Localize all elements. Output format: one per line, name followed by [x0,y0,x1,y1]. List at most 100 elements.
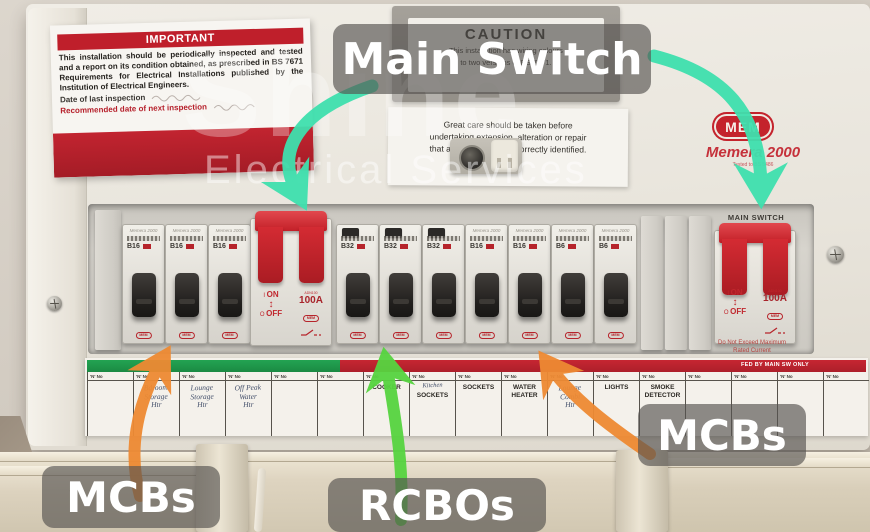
circuit-cell: 'N' No [271,372,317,436]
max-current-warning: Do Not Exceed Maximum Rated Current [717,340,787,354]
breaker-toggle[interactable] [431,273,456,317]
isolator-symbol-icon [301,329,321,336]
updown-arrow-icon: ↕ [268,298,274,310]
module-model-barcode [170,236,203,241]
mem-logo-small: MEM [766,313,784,320]
panel-lock-fixture[interactable] [450,138,522,174]
module-brand-text: Memera 2000 [172,228,201,233]
circuit-cell: 'N' No [317,372,363,436]
off-label: OFF [730,306,747,316]
mem-logo-small: MEM [392,332,409,339]
switch-rating: 100A [299,295,323,306]
status-indicator [228,244,237,249]
handwritten-date-scribble [213,103,255,111]
breaker-rating: B6 [599,243,608,250]
module-brand-text: Memera 2000 [601,228,630,233]
switch-model: ADN100 [304,291,318,295]
mcbs-right-callout: MCBs [638,404,806,466]
main-switch-right: I ON ↕ O OFF ADN100 100A MEM [714,223,796,344]
status-indicator [185,244,194,249]
status-indicator [610,244,619,249]
rcbo-test-button[interactable] [428,228,445,238]
switch-rating: 100A [763,293,787,304]
breaker-toggle[interactable] [603,273,628,317]
keyhole-icon [459,145,485,171]
status-indicator [485,244,494,249]
main-switch-handle[interactable] [255,211,327,231]
updown-arrow-icon: ↕ [732,296,738,308]
mem-logo-small: MEM [478,332,495,339]
blank-filler-plate [665,216,687,350]
rcbo-test-button[interactable] [385,228,402,238]
module-model-barcode [513,236,546,241]
handwritten-date-scribble [151,94,201,101]
main-switch-handle[interactable] [258,227,283,283]
circuit-cell: 'N' No [87,372,133,436]
module-model-barcode [599,236,632,241]
module-model-barcode [341,236,374,241]
screw-icon [47,296,62,311]
breaker-rating: B32 [384,243,397,250]
model-subtext: Tested to BS 5486 [732,162,774,168]
off-label: OFF [266,308,283,318]
mcb-breaker: Memera 2000 B16 MEM [165,224,208,344]
main-switch-handle[interactable] [299,227,324,283]
status-indicator [399,244,408,249]
main-switch-left: I ON ↕ O OFF ADN100 100A MEM [250,211,332,346]
breaker-toggle[interactable] [517,273,542,317]
cable-trunking-right [636,458,870,532]
rcbo-breaker: B32 MEM [336,224,379,344]
fed-by-label: FED BY MAIN SW ONLY [740,362,810,368]
last-inspection-label: Date of last inspection [59,93,146,105]
breaker-toggle[interactable] [345,273,370,317]
rcbo-breaker: Memera 2000 B16 MEM [508,224,551,344]
mem-logo: MEM [712,112,774,141]
mem-logo-small: MEM [435,332,452,339]
mem-logo-small: MEM [135,332,152,339]
breaker-toggle[interactable] [388,273,413,317]
breaker-toggle[interactable] [217,273,242,317]
breaker-rating: B6 [556,243,565,250]
main-switch-handle[interactable] [763,239,788,295]
mem-logo-small: MEM [349,332,366,339]
module-brand-text: Memera 2000 [515,228,544,233]
module-model-barcode [213,236,246,241]
main-switch-callout: Main Switch [333,24,651,94]
module-model-barcode [127,236,160,241]
rcbo-breaker: B32 MEM [379,224,422,344]
status-indicator [356,244,365,249]
main-switch-handle[interactable] [719,223,791,243]
main-switch-header: MAIN SWITCH [727,213,785,222]
mem-logo-small: MEM [521,332,538,339]
breaker-toggle[interactable] [474,273,499,317]
breaker-toggle[interactable] [560,273,585,317]
status-indicator [442,244,451,249]
mem-logo-small: MEM [302,315,320,322]
cable-clip [491,140,518,172]
circuit-cell: 'N' No [823,372,869,436]
rcbo-breaker: Memera 2000 B16 MEM [465,224,508,344]
breaker-rating: B16 [513,243,526,250]
breaker-toggle[interactable] [131,273,156,317]
rcbo-breaker: B32 MEM [422,224,465,344]
status-indicator [567,244,576,249]
rcbo-test-button[interactable] [342,228,359,238]
module-model-barcode [427,236,460,241]
breaker-rating: B32 [341,243,354,250]
on-label: ON [266,290,279,299]
breaker-toggle[interactable] [174,273,199,317]
module-brand-text: Memera 2000 [215,228,244,233]
important-sticker: IMPORTANT This installation should be pe… [49,18,315,178]
main-switch-handle[interactable] [722,239,747,295]
rcbos-callout: RCBOs [328,478,546,532]
blank-filler-plate [689,216,711,350]
mcb-breaker: Memera 2000 B16 MEM [208,224,251,344]
